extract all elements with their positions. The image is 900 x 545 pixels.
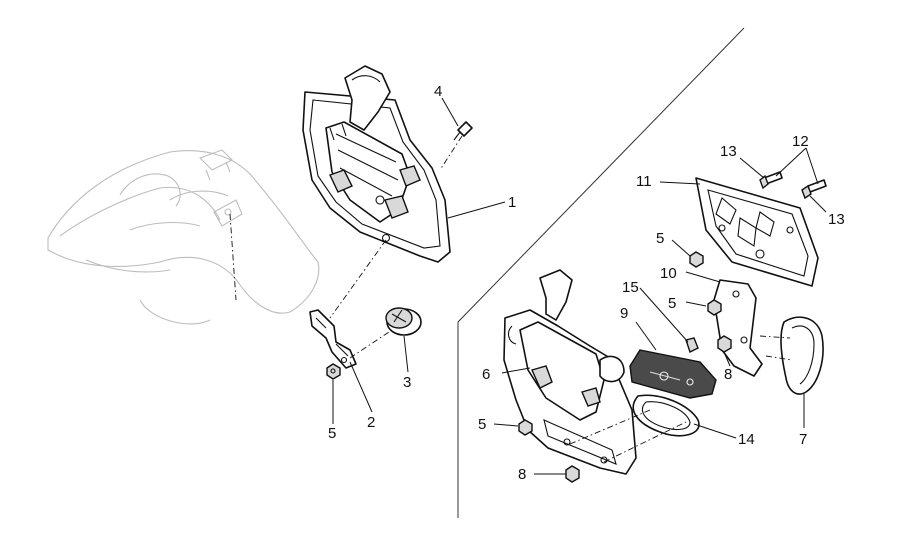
nut-5-right-2 bbox=[707, 299, 722, 316]
nut-8-lower bbox=[565, 465, 580, 483]
mount-line-bracket bbox=[349, 329, 393, 359]
callout-7: 7 bbox=[799, 431, 807, 448]
callout-5-left: 5 bbox=[328, 425, 336, 442]
connector-15 bbox=[685, 337, 699, 353]
plate-11 bbox=[695, 177, 819, 287]
mount-line-right-2 bbox=[569, 409, 651, 445]
rear-fender-ghost bbox=[47, 149, 320, 325]
lens-7 bbox=[780, 316, 824, 395]
mount-line-screw-4 bbox=[439, 135, 463, 171]
callout-2: 2 bbox=[367, 414, 375, 431]
plate-holder bbox=[302, 65, 451, 263]
nut-5-right-3 bbox=[518, 419, 533, 436]
callout-15: 15 bbox=[622, 279, 639, 296]
callout-9: 9 bbox=[620, 305, 628, 322]
nut-8-upper bbox=[717, 335, 732, 353]
callout-4: 4 bbox=[434, 83, 442, 100]
callout-13-upper: 13 bbox=[720, 143, 737, 160]
leader-lines bbox=[332, 97, 827, 475]
bracket-2 bbox=[309, 309, 357, 369]
plate-holder-6 bbox=[503, 269, 637, 475]
grommet-3 bbox=[385, 307, 422, 336]
screws-12-13 bbox=[759, 171, 827, 200]
callout-labels: 1 2 3 4 5 5 5 5 6 7 8 8 9 10 11 12 13 13… bbox=[328, 83, 845, 483]
mount-line-lens bbox=[759, 335, 793, 361]
callout-8-upper: 8 bbox=[724, 366, 732, 383]
gasket-14 bbox=[632, 394, 700, 437]
nut-5-right-1 bbox=[689, 251, 704, 268]
nut-5-left bbox=[326, 363, 341, 380]
callout-5-right-2: 5 bbox=[668, 295, 676, 312]
callout-12: 12 bbox=[792, 133, 809, 150]
bracket-10 bbox=[713, 279, 763, 377]
callout-13-lower: 13 bbox=[828, 211, 845, 228]
mount-line-left-1 bbox=[229, 213, 237, 301]
section-divider bbox=[457, 27, 745, 518]
callout-5-right-1: 5 bbox=[656, 230, 664, 247]
light-9 bbox=[629, 349, 717, 399]
callout-10: 10 bbox=[660, 265, 677, 282]
callout-1: 1 bbox=[508, 194, 516, 211]
mount-line-right-1 bbox=[603, 421, 687, 463]
callout-11: 11 bbox=[636, 173, 652, 190]
callout-8-lower: 8 bbox=[518, 466, 526, 483]
mount-line-left-2 bbox=[329, 239, 387, 319]
callout-3: 3 bbox=[403, 374, 411, 391]
callout-6: 6 bbox=[482, 366, 490, 383]
callout-14: 14 bbox=[738, 431, 755, 448]
callout-5-right-3: 5 bbox=[478, 416, 486, 433]
screw-4 bbox=[453, 121, 473, 141]
